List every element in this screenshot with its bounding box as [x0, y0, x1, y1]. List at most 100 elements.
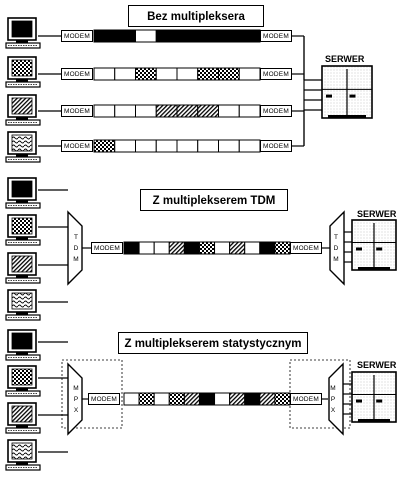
- modem-mpx-left: MODEM: [88, 393, 120, 405]
- monitor-screen: [11, 59, 33, 77]
- terminal-s1-1: [5, 17, 41, 49]
- stream-cell-diagonal: [183, 392, 200, 406]
- stream-cell-checker: [168, 392, 185, 406]
- stream-cell-solid: [123, 241, 140, 255]
- stream-cell-diagonal: [229, 241, 246, 255]
- modem-terminal-3: MODEM: [61, 105, 93, 117]
- stream-cell-empty: [176, 139, 199, 153]
- stream-cell-empty: [214, 241, 231, 255]
- server-1: [321, 65, 373, 119]
- server-label-3: SERWER: [357, 360, 397, 370]
- terminal-s2-4: [5, 289, 41, 321]
- monitor-screen: [11, 255, 33, 273]
- stream-cell-empty: [238, 139, 261, 153]
- terminal-s2-1: [5, 177, 41, 209]
- monitor-stand: [16, 352, 28, 355]
- stream-cell-empty: [155, 139, 178, 153]
- stream-cell-solid: [155, 29, 178, 43]
- terminal-s1-4: [5, 131, 41, 163]
- stream-tdm: [123, 241, 291, 255]
- stream-mpx: [123, 392, 291, 406]
- stream-cell-solid: [176, 29, 199, 43]
- monitor-stand: [16, 200, 28, 203]
- stream-cell-empty: [153, 241, 170, 255]
- section-title-statistical: Z multiplekserem statystycznym: [118, 332, 308, 354]
- stream-cell-diagonal: [229, 392, 246, 406]
- stream-cell-empty: [123, 392, 140, 406]
- section-title-no-mux: Bez multipleksera: [128, 5, 264, 27]
- server-base: [328, 115, 366, 118]
- stream-cell-checker: [138, 392, 155, 406]
- monitor-stand: [16, 237, 28, 240]
- stream-cell-solid: [93, 29, 116, 43]
- stream-cell-diagonal: [168, 241, 185, 255]
- modem-mpx-right: MODEM: [290, 393, 322, 405]
- mpx-mux-left: [67, 362, 83, 436]
- stream-cell-empty: [238, 67, 261, 81]
- tdm-mux-left: [67, 210, 83, 286]
- monitor-screen: [11, 20, 33, 38]
- multiplexers: [67, 210, 345, 436]
- monitor-stand: [16, 388, 28, 391]
- monitor-stand: [16, 40, 28, 43]
- monitor-screen: [11, 368, 33, 386]
- server-2: [351, 219, 397, 271]
- server-3: [351, 371, 397, 423]
- stream-cell-empty: [138, 241, 155, 255]
- stream-cell-empty: [135, 29, 157, 43]
- data-streams: [93, 29, 291, 406]
- monitor-screen: [11, 97, 33, 115]
- stream-cell-empty: [176, 67, 199, 81]
- server-label-1: SERWER: [325, 54, 365, 64]
- stream-cell-empty: [238, 104, 261, 118]
- stream-cell-empty: [135, 139, 157, 153]
- stream-cell-empty: [93, 67, 116, 81]
- stream-cell-solid: [198, 392, 216, 406]
- terminal-s3-3: [5, 402, 41, 434]
- monitor-stand: [16, 312, 28, 315]
- server-slot: [376, 399, 383, 403]
- stream-cell-empty: [153, 392, 170, 406]
- monitor-stand: [16, 425, 28, 428]
- terminal-s3-1: [5, 329, 41, 361]
- stream-cell-solid: [259, 241, 276, 255]
- server-slot: [326, 94, 332, 98]
- modem-terminal-2: MODEM: [61, 68, 93, 80]
- stream-cell-empty: [114, 139, 136, 153]
- modem-server-4: MODEM: [260, 140, 292, 152]
- stream-cell-diagonal: [259, 392, 276, 406]
- stream-cell-solid: [114, 29, 136, 43]
- server-slot: [356, 247, 362, 251]
- stream-cell-diagonal: [197, 104, 219, 118]
- modem-tdm-left: MODEM: [91, 242, 123, 254]
- modem-terminal-1: MODEM: [61, 30, 93, 42]
- monitor-screen: [11, 442, 33, 460]
- stream-cell-solid: [197, 29, 219, 43]
- stream-cell-empty: [244, 241, 261, 255]
- modem-terminal-4: MODEM: [61, 140, 93, 152]
- monitor-screen: [11, 217, 33, 235]
- stream-line-1: [93, 29, 261, 43]
- server-slot: [376, 247, 383, 251]
- server-base: [358, 267, 390, 270]
- monitor-screen: [11, 332, 33, 350]
- stream-cell-empty: [114, 67, 136, 81]
- stream-line-4: [93, 139, 261, 153]
- terminals: [5, 17, 41, 471]
- monitor-screen: [11, 405, 33, 423]
- monitor-stand: [16, 117, 28, 120]
- stream-cell-empty: [218, 139, 240, 153]
- stream-cell-empty: [214, 392, 231, 406]
- server-slot: [349, 94, 356, 98]
- terminal-s1-3: [5, 94, 41, 126]
- stream-cell-checker: [218, 67, 240, 81]
- section-title-tdm: Z multiplekserem TDM: [140, 189, 288, 211]
- servers: [321, 65, 397, 423]
- modem-server-3: MODEM: [260, 105, 292, 117]
- server-label-2: SERWER: [357, 209, 397, 219]
- mpx-enclosure-left: [61, 359, 123, 429]
